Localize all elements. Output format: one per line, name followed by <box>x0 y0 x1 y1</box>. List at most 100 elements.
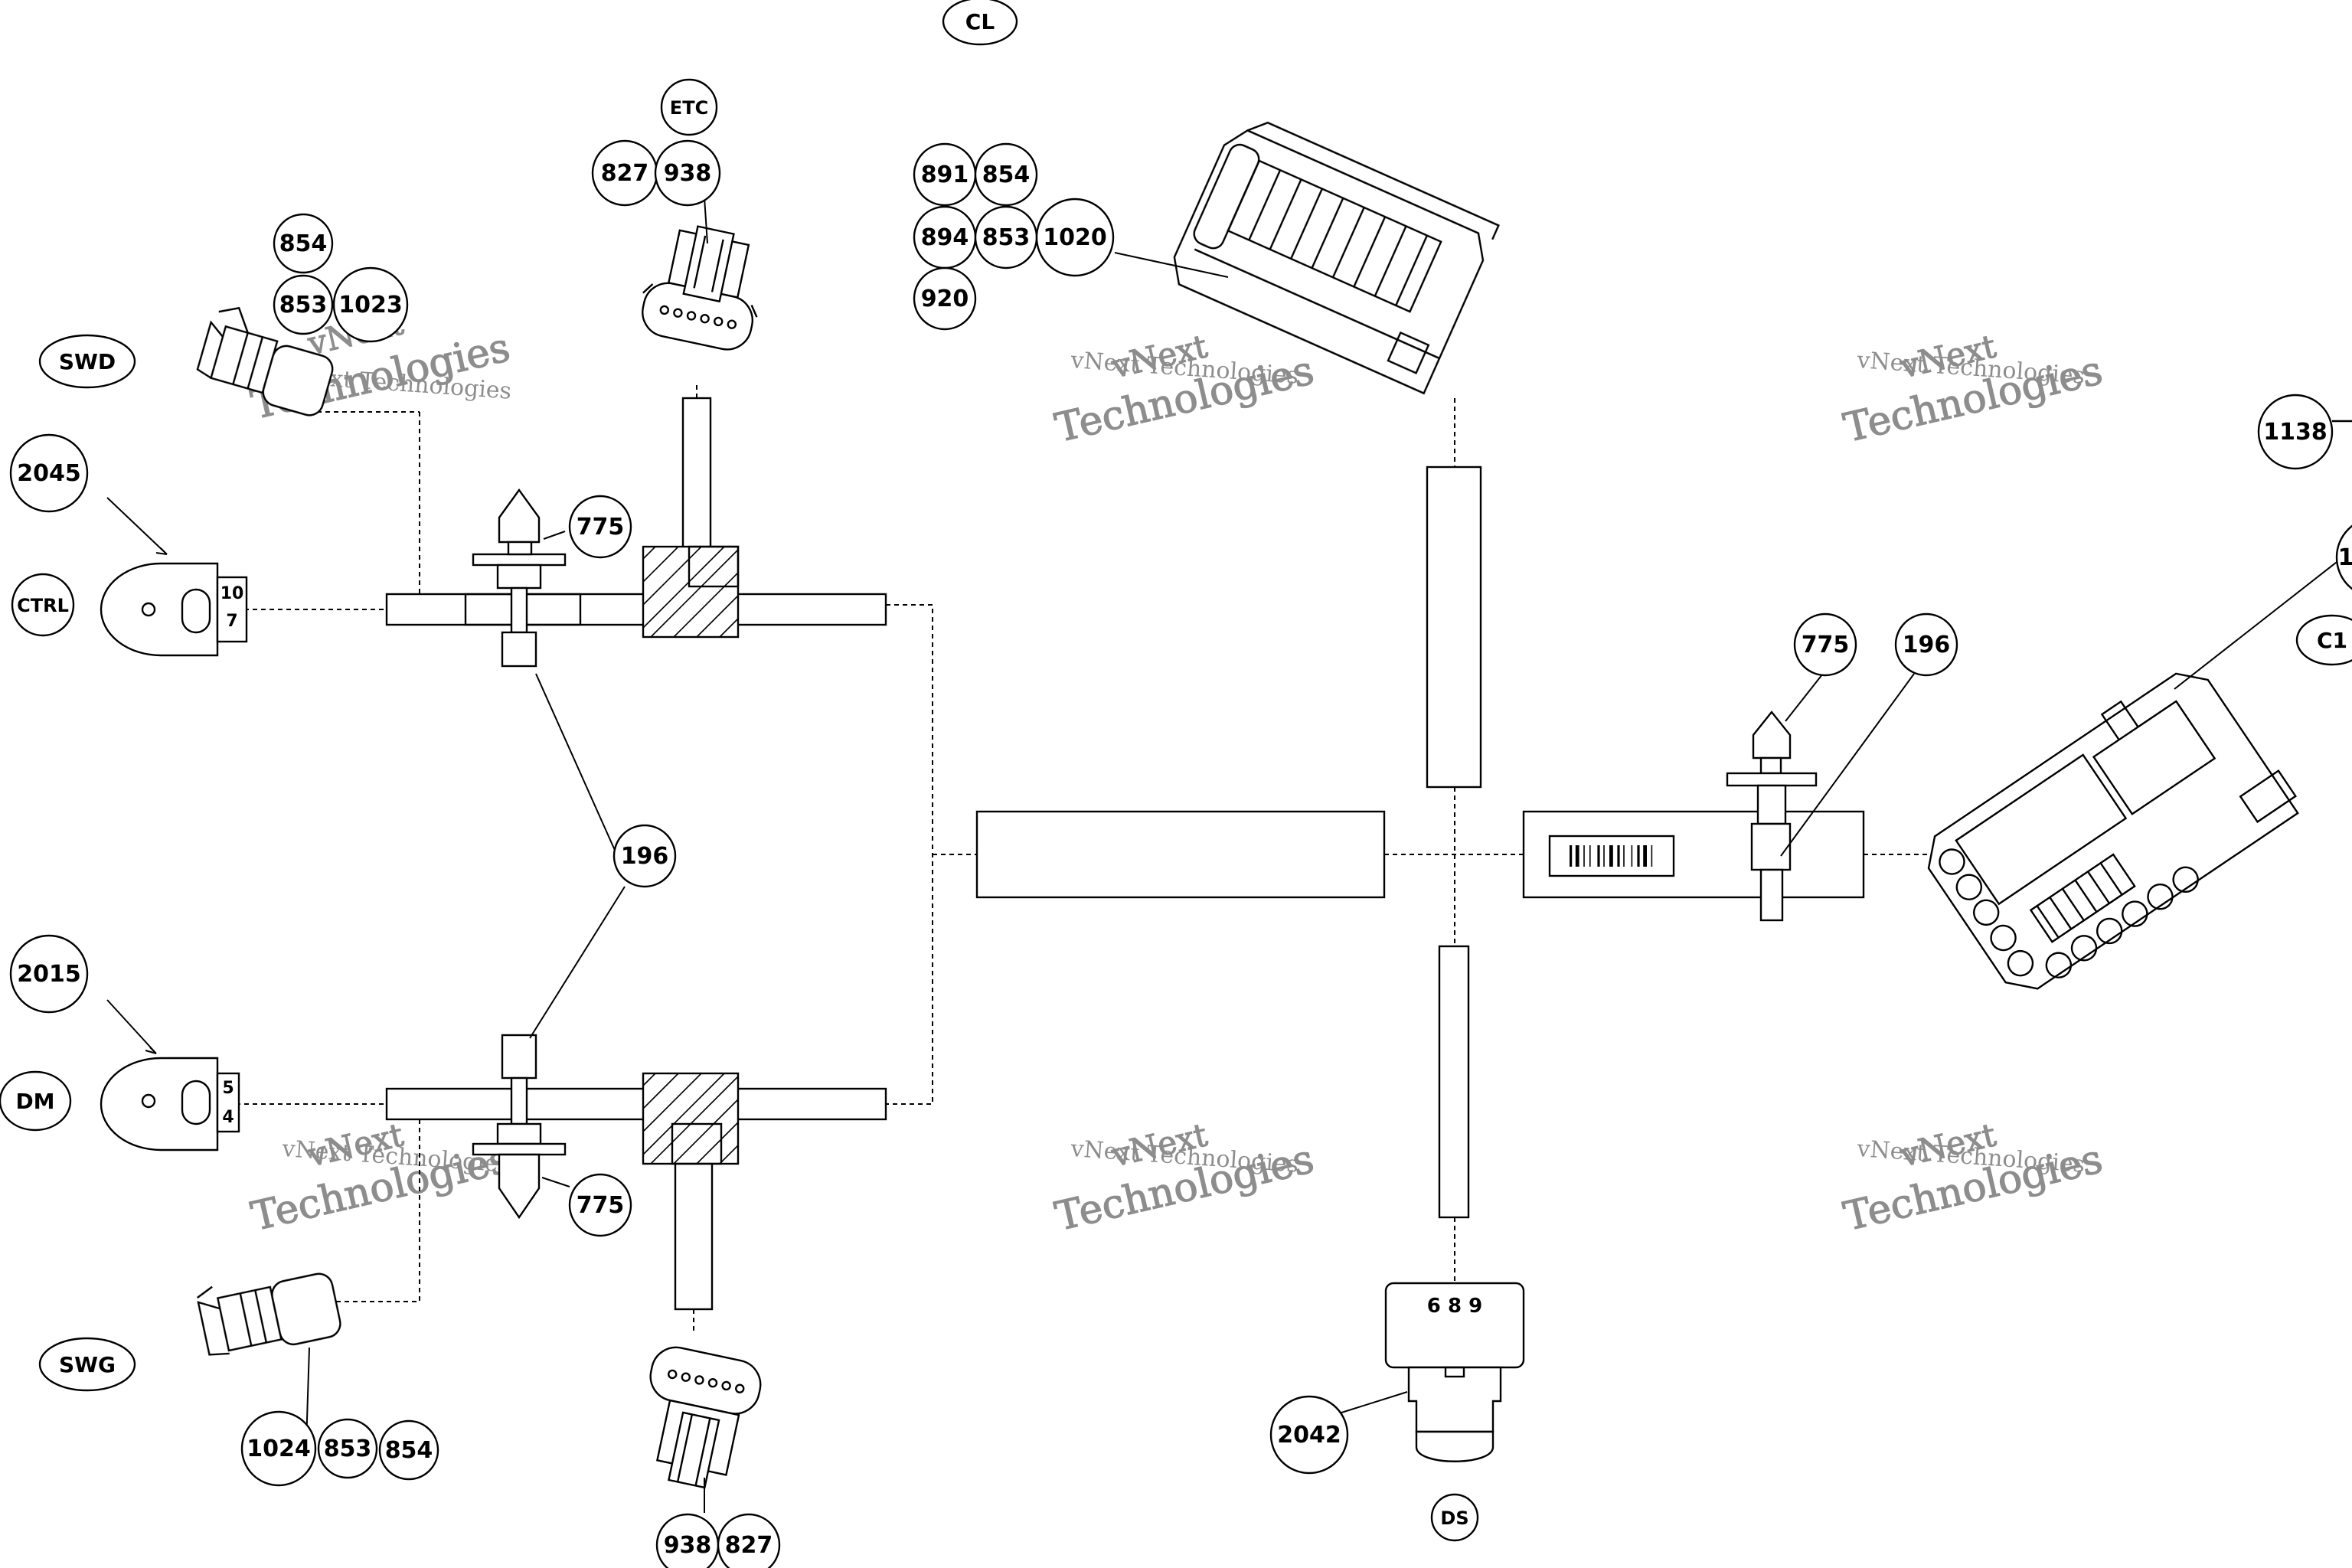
fastener-upper-left <box>472 488 567 668</box>
svg-text:ETC: ETC <box>670 97 708 119</box>
callout-1-right: 1 <box>2335 524 2352 590</box>
label-swg: SWG <box>38 1337 136 1392</box>
svg-text:920: 920 <box>921 286 969 312</box>
barcode-bar <box>1643 845 1647 867</box>
callout-853: 853 <box>974 205 1038 270</box>
label-swd: SWD <box>38 334 136 389</box>
callout-2042: 2042 <box>1269 1395 1349 1475</box>
callout-938: 938 <box>654 139 721 207</box>
callout-827: 827 <box>717 1513 781 1568</box>
callout-853: 853 <box>273 274 334 335</box>
svg-text:938: 938 <box>664 160 712 187</box>
callout-1138: 1138 <box>2257 394 2334 470</box>
barcode-bar <box>1575 845 1579 867</box>
etc-connector <box>642 225 758 351</box>
ds-pins: 6 8 9 <box>1427 1295 1482 1318</box>
trunk-cl-vertical <box>1426 466 1482 789</box>
barcode-bar <box>1570 845 1573 867</box>
swg-connector <box>196 1272 341 1356</box>
barcode-bar <box>1617 845 1620 867</box>
callout-1020: 1020 <box>1035 198 1115 277</box>
callout-775-upper: 775 <box>568 495 632 559</box>
svg-text:938: 938 <box>664 1532 712 1559</box>
callout-196-right: 196 <box>1894 612 1958 677</box>
svg-text:CTRL: CTRL <box>17 595 69 616</box>
svg-text:1023: 1023 <box>338 292 403 318</box>
dm-connector: 5 4 <box>100 1057 240 1152</box>
callout-920: 920 <box>913 266 977 331</box>
ctrl-pin-a: 10 <box>220 584 244 603</box>
dm-pin-a: 5 <box>222 1079 234 1098</box>
callouts: 827 938 854 853 1023 2045 775 196 2015 7… <box>9 139 2352 1568</box>
label-etc: ETC <box>660 78 718 136</box>
svg-text:854: 854 <box>279 230 328 257</box>
svg-text:854: 854 <box>385 1437 433 1464</box>
svg-text:196: 196 <box>1903 632 1951 658</box>
label-ds: DS <box>1430 1493 1479 1542</box>
ctrl-pin-b: 7 <box>226 612 237 631</box>
barcode-bar <box>1609 845 1613 867</box>
svg-text:1138: 1138 <box>2263 419 2328 446</box>
barcode-bar <box>1651 845 1653 867</box>
barcode-label <box>1548 835 1675 877</box>
svg-text:853: 853 <box>982 224 1031 251</box>
callout-894: 894 <box>913 205 977 270</box>
callout-775-right: 775 <box>1793 612 1857 677</box>
trunk-ds-vertical <box>1438 945 1470 1219</box>
svg-text:1024: 1024 <box>247 1436 311 1462</box>
svg-text:853: 853 <box>324 1436 372 1462</box>
callout-1024: 1024 <box>240 1410 317 1487</box>
cl-connector <box>1173 121 1500 395</box>
callout-775-lower: 775 <box>568 1173 632 1237</box>
junction-box-lower <box>642 1072 740 1165</box>
label-c1: C1 <box>2295 614 2352 666</box>
label-ctrl: CTRL <box>11 573 75 637</box>
callout-854: 854 <box>378 1419 439 1481</box>
label-dm: DM <box>0 1070 72 1132</box>
svg-text:DM: DM <box>15 1089 54 1114</box>
svg-text:1020: 1020 <box>1043 224 1107 251</box>
svg-text:854: 854 <box>982 162 1031 188</box>
callout-196: 196 <box>612 824 677 888</box>
junction-box-upper <box>642 545 740 639</box>
branch-upper-left <box>385 593 887 626</box>
bottom-6pin-connector <box>649 1346 762 1489</box>
barcode-bar <box>1637 845 1640 867</box>
svg-text:853: 853 <box>279 292 328 318</box>
svg-text:SWD: SWD <box>59 349 116 374</box>
callout-854: 854 <box>273 213 334 274</box>
svg-text:2045: 2045 <box>17 460 81 487</box>
label-cl: CL <box>942 0 1018 46</box>
c1-pin-grid <box>1939 848 2199 978</box>
callout-854: 854 <box>974 142 1038 207</box>
main-trunk-left <box>975 810 1386 899</box>
fastener-right <box>1726 710 1818 922</box>
svg-text:891: 891 <box>921 162 969 188</box>
svg-text:894: 894 <box>921 224 969 251</box>
callout-2045: 2045 <box>9 433 89 513</box>
svg-text:CL: CL <box>965 9 995 34</box>
barcode-bar <box>1623 845 1625 867</box>
callout-1023: 1023 <box>332 266 409 343</box>
dm-pin-b: 4 <box>222 1108 234 1127</box>
barcode-bar <box>1589 845 1591 867</box>
branch-lower-left <box>385 1087 887 1121</box>
callout-2015: 2015 <box>9 934 89 1014</box>
svg-text:2015: 2015 <box>17 961 81 988</box>
barcode-bar <box>1583 845 1585 867</box>
callout-938: 938 <box>655 1513 720 1568</box>
harness-trunks <box>385 397 1865 1311</box>
callout-827: 827 <box>591 139 658 207</box>
svg-text:775: 775 <box>577 1192 625 1219</box>
callout-891: 891 <box>913 142 977 207</box>
ctrl-connector: 10 7 <box>100 562 248 657</box>
barcode-bar <box>1603 845 1605 867</box>
svg-text:775: 775 <box>1802 632 1850 658</box>
barcode-bar <box>1597 845 1600 867</box>
svg-text:2042: 2042 <box>1277 1422 1341 1449</box>
svg-text:196: 196 <box>621 843 669 870</box>
svg-text:775: 775 <box>577 514 625 541</box>
svg-text:C1: C1 <box>2317 628 2347 653</box>
